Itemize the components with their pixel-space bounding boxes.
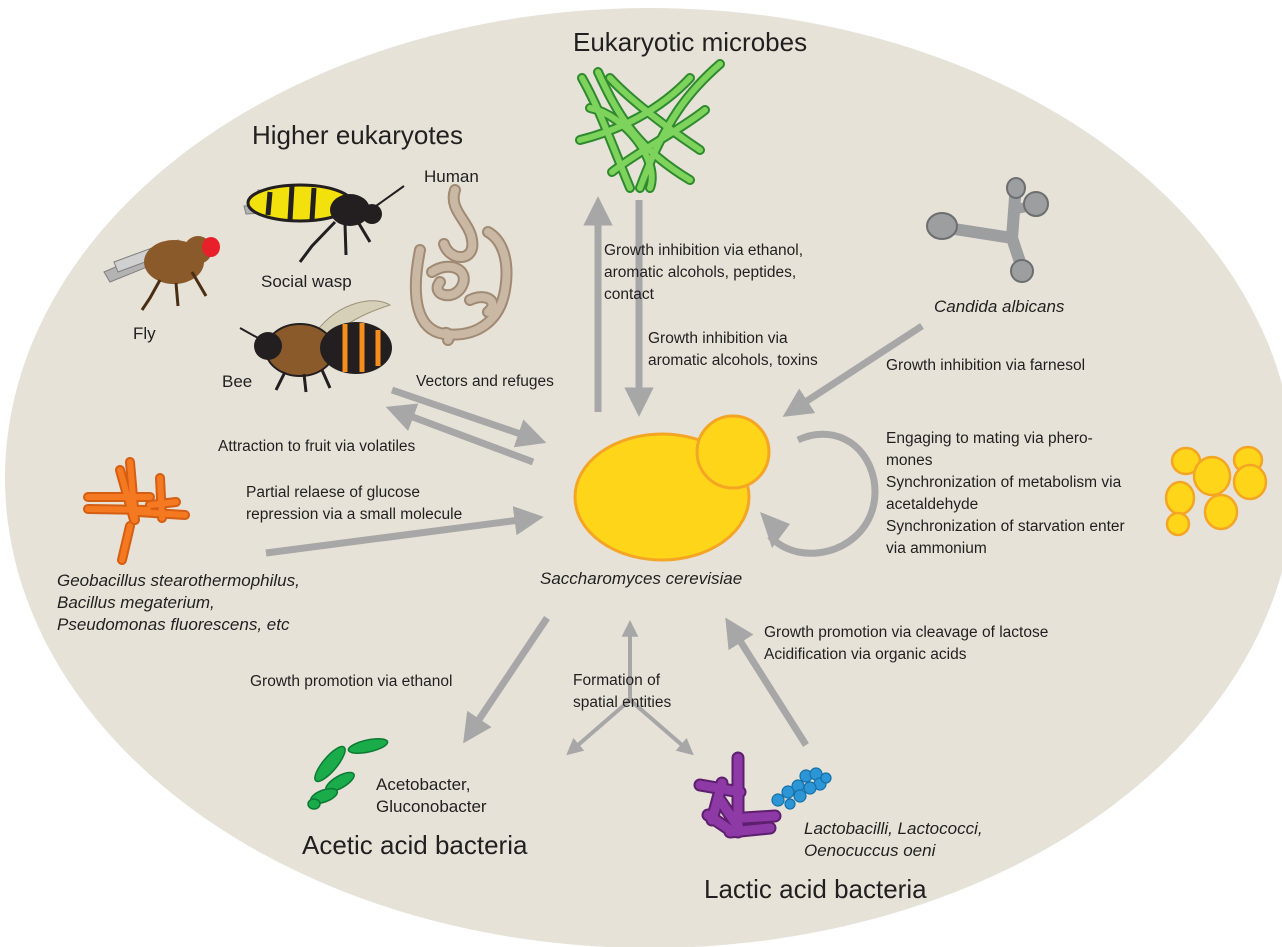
label-bacilli: Geobacillus stearothermophilus, Bacillus… (57, 570, 300, 636)
label-acetobacter: Acetobacter, Gluconobacter (376, 774, 487, 818)
label-fly: Fly (133, 323, 156, 345)
label-glucose: Partial relaese of glucose repression vi… (246, 482, 462, 526)
label-candida-inhibition: Growth inhibition via farnesol (886, 355, 1085, 377)
label-social-wasp: Social wasp (261, 271, 352, 293)
heading-lactic-acid-bacteria: Lactic acid bacteria (704, 874, 927, 904)
label-attraction: Attraction to fruit via volatiles (218, 436, 415, 458)
heading-eukaryotic-microbes: Eukaryotic microbes (573, 27, 807, 57)
label-human: Human (424, 166, 479, 188)
label-self-interaction: Engaging to mating via phero- mones Sync… (886, 428, 1125, 560)
label-saccharomyces: Saccharomyces cerevisiae (540, 568, 742, 590)
label-euk-inhibition-up: Growth inhibition via ethanol, aromatic … (604, 240, 803, 306)
label-spatial: Formation of spatial entities (573, 670, 671, 714)
label-vectors: Vectors and refuges (416, 371, 554, 393)
heading-acetic-acid-bacteria: Acetic acid bacteria (302, 830, 527, 860)
label-bee: Bee (222, 371, 252, 393)
label-lactobacilli: Lactobacilli, Lactococci, Oenocuccus oen… (804, 818, 983, 862)
label-ethanol: Growth promotion via ethanol (250, 671, 452, 693)
label-candida: Candida albicans (934, 296, 1064, 318)
label-euk-inhibition-down: Growth inhibition via aromatic alcohols,… (648, 328, 818, 372)
heading-higher-eukaryotes: Higher eukaryotes (252, 120, 463, 150)
label-lactose: Growth promotion via cleavage of lactose… (764, 622, 1048, 666)
